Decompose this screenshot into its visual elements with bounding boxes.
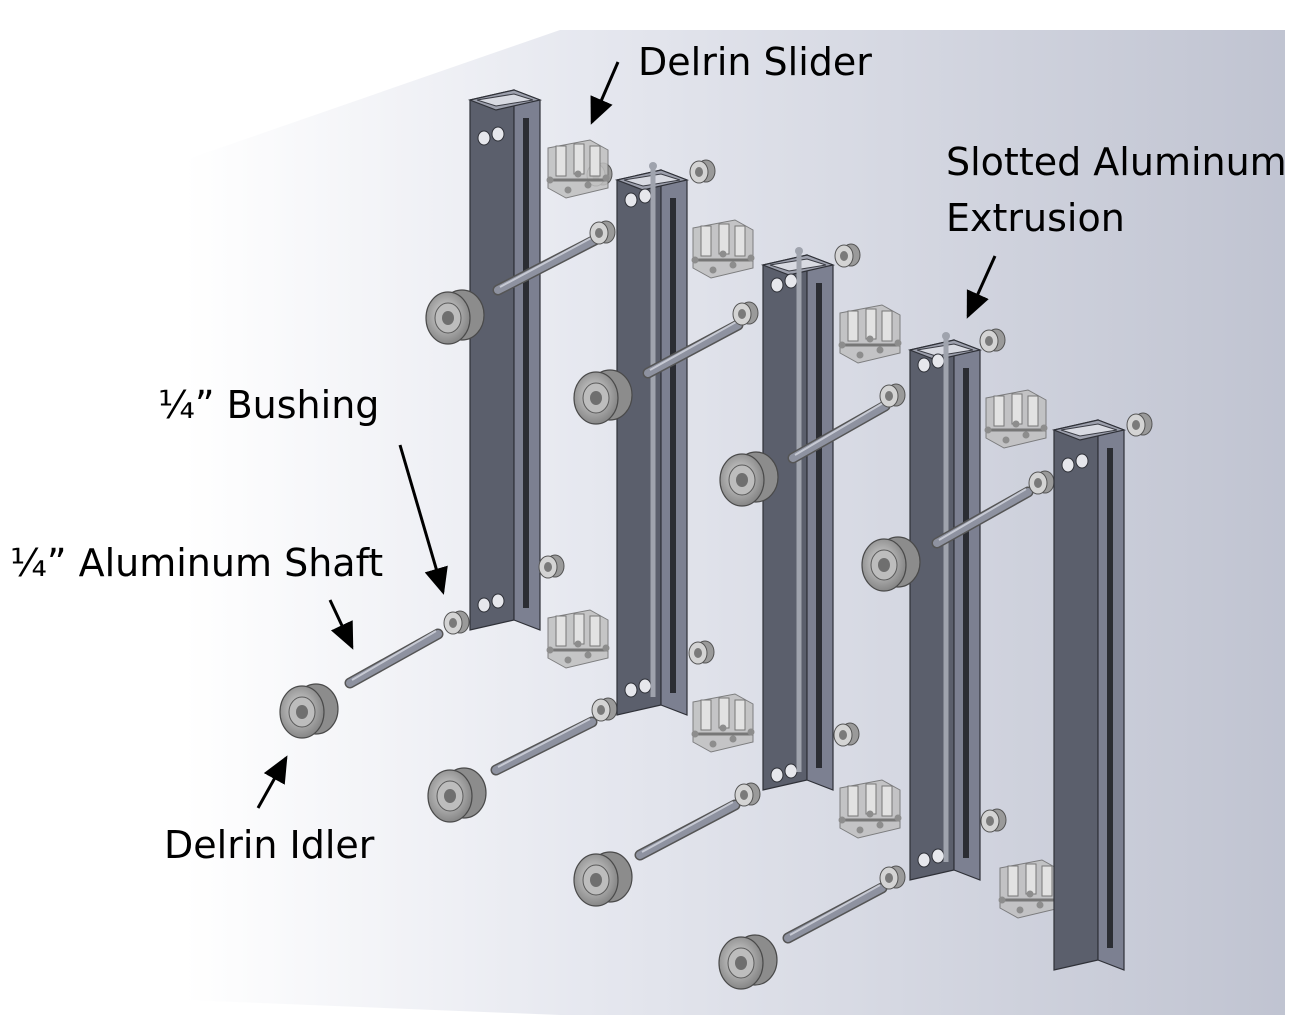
delrin-slider xyxy=(838,304,902,364)
delrin-slider xyxy=(691,219,755,279)
delrin-idler xyxy=(573,369,633,425)
aluminum-shaft xyxy=(492,234,601,296)
aluminum-shaft xyxy=(634,799,741,861)
bushing xyxy=(1126,412,1153,437)
delrin-slider-label: Delrin Slider xyxy=(638,40,872,84)
callout-arrow xyxy=(590,61,620,125)
aluminum-shaft xyxy=(490,716,598,776)
delrin-idler-label: Delrin Idler xyxy=(164,823,375,867)
bushing xyxy=(879,383,906,408)
delrin-idler xyxy=(427,767,487,823)
bushing xyxy=(734,782,761,807)
delrin-idler xyxy=(719,451,779,507)
delrin-slider xyxy=(838,779,902,839)
aluminum-shaft-label: ¼” Aluminum Shaft xyxy=(10,541,384,585)
bushing xyxy=(1028,470,1055,495)
delrin-slider xyxy=(691,693,755,753)
bushing xyxy=(879,865,906,890)
slotted-extrusion xyxy=(467,89,543,631)
slotted-extrusion-label-line2: Extrusion xyxy=(946,196,1125,240)
slotted-extrusion xyxy=(1051,419,1127,971)
callout-arrow xyxy=(398,444,448,595)
bushing xyxy=(589,220,616,245)
delrin-slider xyxy=(984,389,1048,449)
bushing xyxy=(591,697,618,722)
aluminum-shaft xyxy=(642,319,744,379)
slotted-extrusion xyxy=(907,332,983,881)
aluminum-shaft xyxy=(787,400,891,464)
delrin-slider xyxy=(546,139,610,199)
bushing xyxy=(689,159,716,184)
bushing xyxy=(732,301,759,326)
slotted-extrusion xyxy=(760,247,836,791)
bushing xyxy=(834,243,861,268)
bushing xyxy=(538,554,565,579)
delrin-slider xyxy=(546,609,610,669)
bushing xyxy=(979,328,1006,353)
delrin-slider xyxy=(998,859,1062,919)
bushing-label: ¼” Bushing xyxy=(158,383,380,427)
callout-arrow xyxy=(328,599,354,650)
callout-arrow xyxy=(966,255,997,319)
delrin-idler xyxy=(861,536,921,592)
callout-arrow xyxy=(256,755,288,809)
delrin-idler xyxy=(425,289,485,345)
delrin-idler xyxy=(573,851,633,907)
bushing xyxy=(980,808,1007,833)
aluminum-shaft xyxy=(782,882,888,944)
bushing xyxy=(443,610,470,635)
aluminum-shaft xyxy=(344,628,444,689)
delrin-idler xyxy=(718,934,778,990)
aluminum-shaft xyxy=(931,486,1034,549)
slotted-extrusion-label-line1: Slotted Aluminum xyxy=(946,140,1287,184)
delrin-idler xyxy=(279,683,339,739)
slotted-extrusion xyxy=(614,162,690,716)
bushing xyxy=(833,722,860,747)
bushing xyxy=(688,640,715,665)
